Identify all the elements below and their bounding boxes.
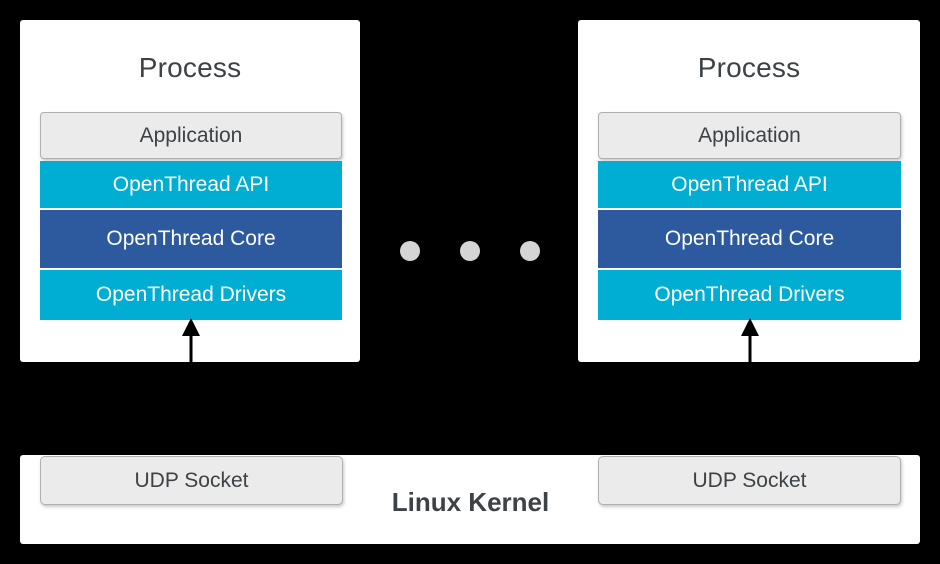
ellipsis-dot-2 bbox=[460, 241, 480, 261]
layer-openthread-api-1: OpenThread API bbox=[40, 161, 342, 208]
layer-openthread-drivers-1: OpenThread Drivers bbox=[40, 270, 342, 320]
ellipsis-dot-1 bbox=[400, 241, 420, 261]
ellipsis-dot-3 bbox=[520, 241, 540, 261]
process-title-2: Process bbox=[697, 52, 801, 83]
layer-openthread-drivers-2: OpenThread Drivers bbox=[598, 270, 901, 320]
layer-openthread-core-1: OpenThread Core bbox=[40, 210, 342, 268]
layer-openthread-core-2: OpenThread Core bbox=[598, 210, 901, 268]
udp-socket-box-1: UDP Socket bbox=[40, 456, 343, 505]
layer-application-2: Application bbox=[598, 112, 901, 159]
arrow-socket-to-drivers-1 bbox=[182, 318, 200, 364]
linux-kernel-title: Linux Kernel bbox=[391, 487, 550, 517]
layer-application-1: Application bbox=[40, 112, 342, 159]
arrow-socket-to-drivers-2 bbox=[741, 318, 759, 364]
process-title-1: Process bbox=[138, 52, 242, 83]
layer-openthread-api-2: OpenThread API bbox=[598, 161, 901, 208]
udp-socket-box-2: UDP Socket bbox=[598, 456, 901, 505]
